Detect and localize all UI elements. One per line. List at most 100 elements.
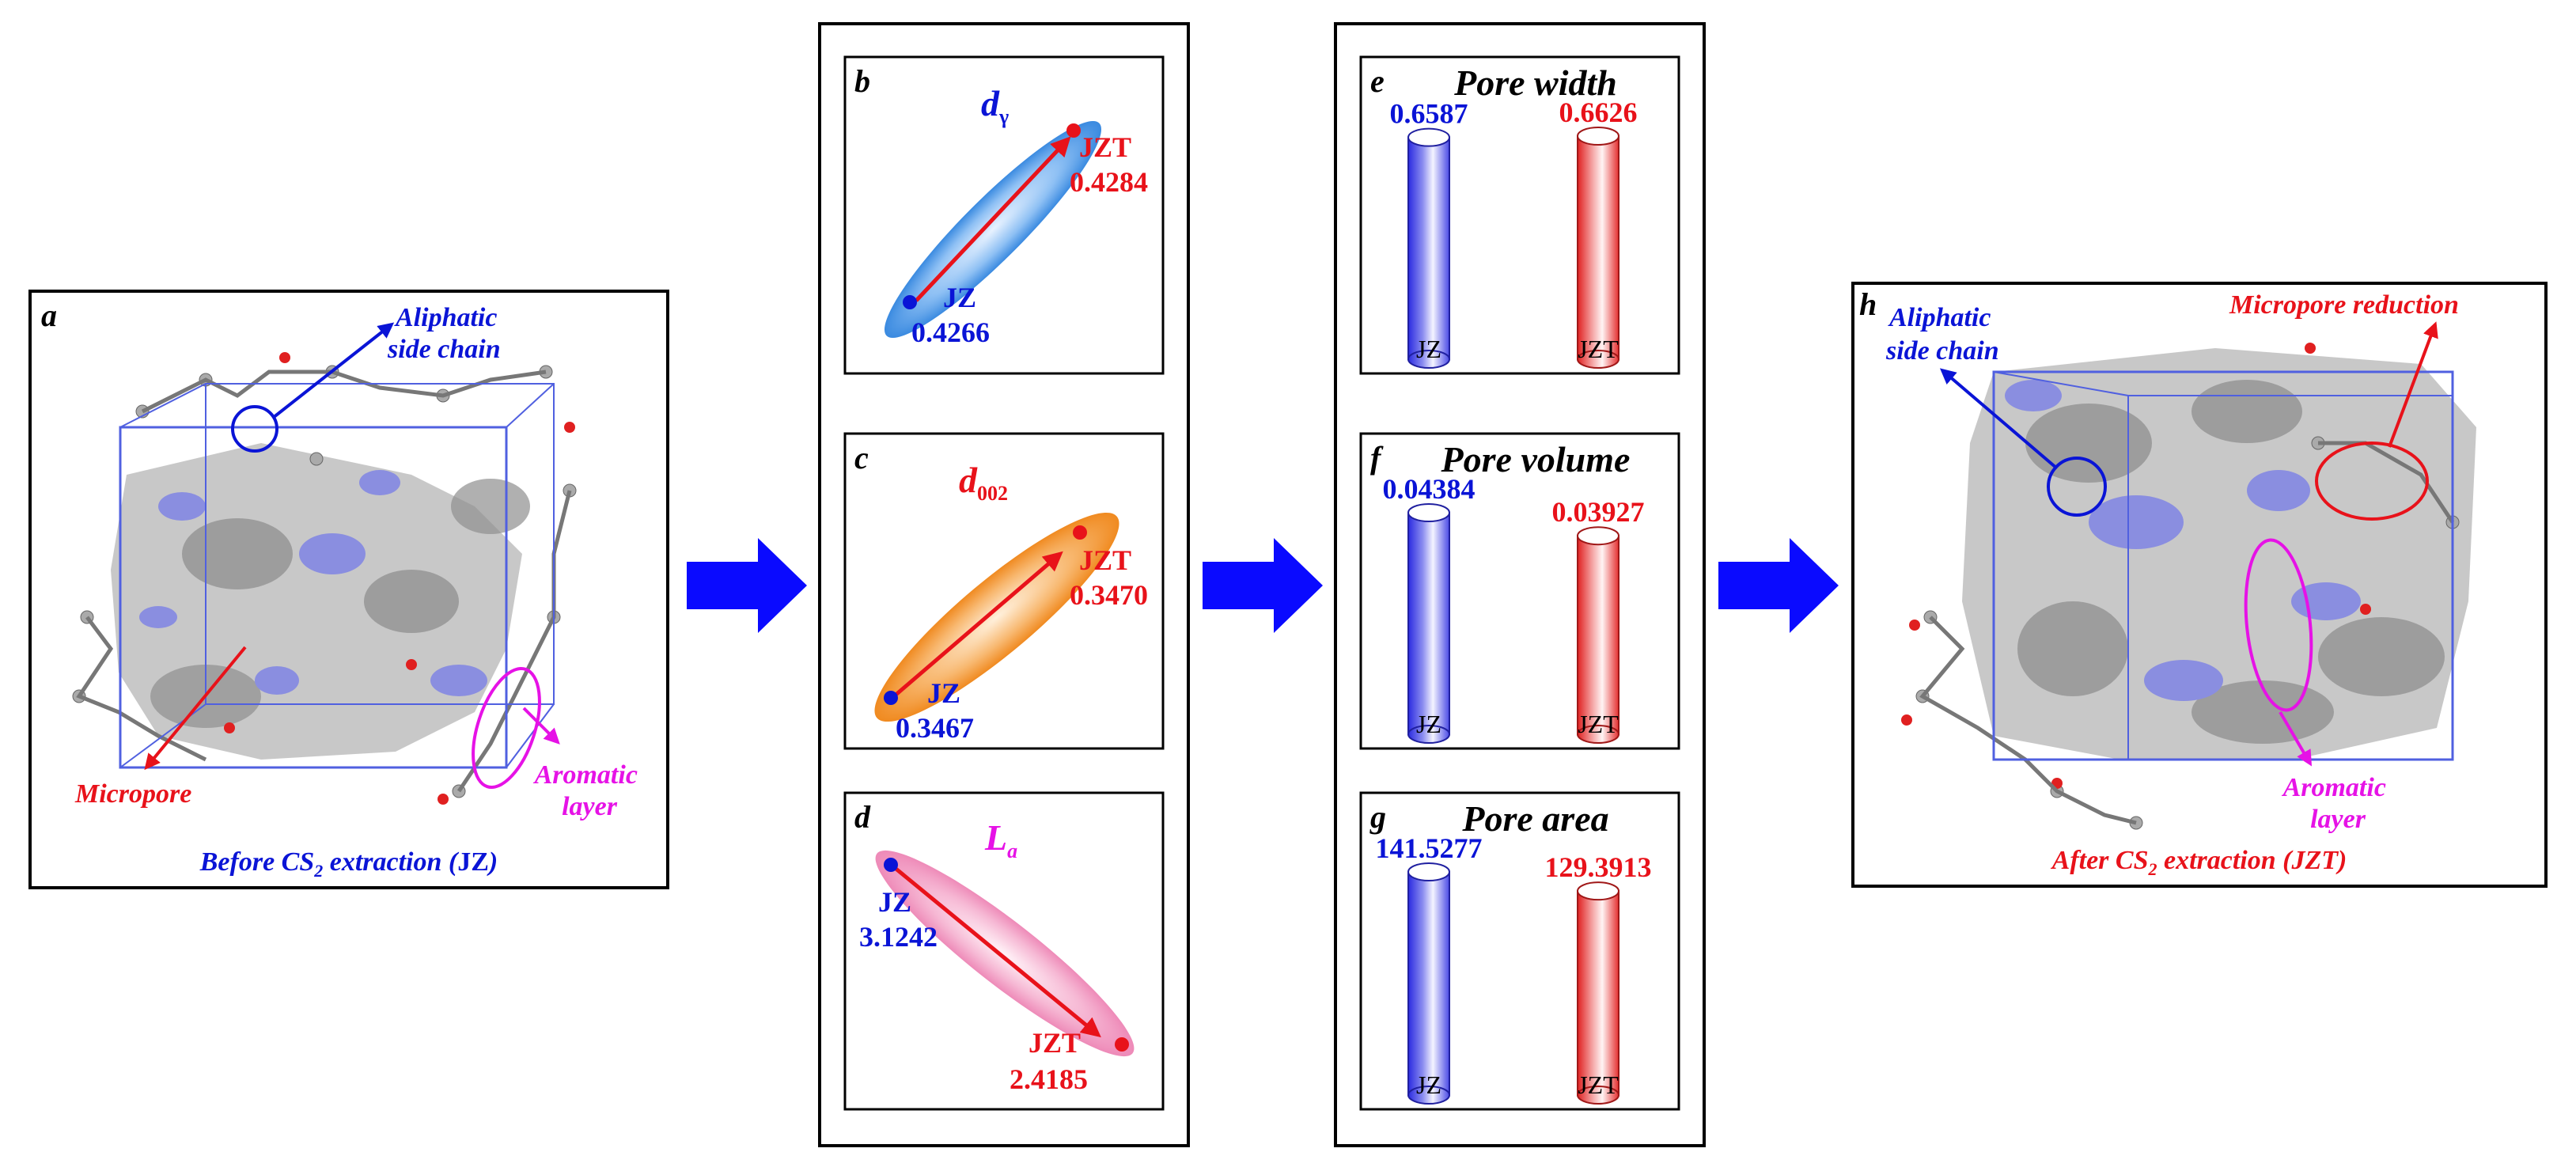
chart-g-bar-jzt-value-label: 129.3913	[1545, 851, 1652, 883]
panel-h-aliphatic-label: Aliphatic side chain	[1885, 303, 1999, 366]
panel-d-jzt-value: 2.4185	[1010, 1063, 1088, 1095]
panel-c-letter: c	[854, 440, 869, 476]
oxygen-atom	[2360, 604, 2371, 615]
pore-surface	[182, 518, 293, 589]
oxygen-atom	[438, 794, 449, 805]
flow-arrow-2	[1203, 538, 1323, 633]
chart-g-bar-jzt-cap	[1577, 881, 1619, 901]
chart-f-bar-jz-value-label: 0.04384	[1383, 473, 1476, 505]
chart-e-bar-jzt-cap	[1577, 127, 1619, 146]
chart-e-letter: e	[1370, 63, 1385, 99]
micropore-patch	[2144, 660, 2223, 701]
panel-c-jz-point	[884, 691, 898, 705]
pore-surface	[2191, 380, 2302, 443]
panel-d-jz-value: 3.1242	[859, 921, 938, 953]
pore-surface	[2191, 680, 2334, 744]
chart-e-title: Pore width	[1453, 63, 1617, 103]
micropore-patch	[255, 666, 299, 695]
panel-d-jz-point	[884, 858, 898, 872]
micropore-patch	[359, 470, 400, 495]
panel-h-caption: After CS2 extraction (JZT)	[2051, 846, 2347, 879]
micropore-patch	[2247, 470, 2310, 511]
micropore-patch	[2291, 582, 2361, 620]
chart-e-bar-jz-cap	[1407, 127, 1450, 147]
oxygen-atom	[1909, 620, 1920, 631]
panel-a-caption: Before CS2 extraction (JZ)	[199, 847, 498, 881]
micropore-pointer-arrow	[144, 646, 247, 771]
molecular-structure-after	[1901, 343, 2476, 830]
pore-surface	[2017, 601, 2128, 696]
micropore-patch	[2005, 380, 2062, 411]
chart-e-bar-jzt-base	[1577, 350, 1619, 369]
chart-f-bar-jz-cap	[1407, 503, 1450, 522]
pore-surface	[2318, 617, 2445, 696]
panel-d: d La JZ 3.1242 JZT 2.4185	[843, 791, 1165, 1111]
panel-c-jzt-point	[1073, 525, 1087, 540]
chart-g-bar-jzt-category-label: JZT	[1578, 1071, 1619, 1099]
molecular-bonds	[2318, 441, 2455, 524]
chart-g-letter: g	[1369, 799, 1386, 835]
micropore-patch	[430, 665, 487, 696]
panel-b-symbol: dγ	[981, 83, 1009, 128]
panel-b-jzt-value: 0.4284	[1070, 166, 1148, 198]
panel-a-aromatic-label: Aromatic layer	[533, 760, 645, 821]
atom	[309, 452, 324, 466]
panel-b-jz-point	[903, 295, 917, 309]
chart-g-bar-jz	[1407, 871, 1450, 1096]
chart-f-bar-jzt-base	[1577, 725, 1619, 744]
panel-c-jzt-value: 0.3470	[1070, 579, 1148, 611]
chart-g-title: Pore area	[1461, 798, 1608, 839]
chart-f-bar-jz-category-label: JZ	[1416, 710, 1441, 738]
pore-surface	[451, 479, 530, 534]
simulation-box-edge	[119, 383, 206, 428]
oxygen-atom	[2305, 343, 2316, 354]
panel-h-micropore-reduction-label: Micropore reduction	[2229, 290, 2459, 320]
aliphatic-pointer-arrow	[1939, 368, 2059, 470]
panel-b-jz-value: 0.4266	[911, 316, 990, 348]
micropore-patch	[299, 533, 366, 574]
panel-b-jz-label: JZ	[943, 282, 976, 313]
oxygen-atom	[279, 352, 290, 363]
panel-d-ellipse	[875, 850, 1135, 1057]
chart-f-bar-jz	[1407, 512, 1450, 735]
panel-c-trend-arrow	[892, 551, 1063, 698]
oxygen-atom	[1901, 714, 1912, 726]
chart-g-bar-jzt-base	[1577, 1086, 1619, 1105]
panel-d-trend-arrow	[892, 866, 1101, 1038]
panel-h-aromatic-label: Aromatic layer	[2282, 773, 2393, 834]
panel-b-trend-arrow	[915, 136, 1071, 302]
oxygen-atom	[224, 722, 235, 733]
aliphatic-side-chain-marker	[2047, 457, 2107, 517]
chart-f-letter: f	[1370, 440, 1384, 476]
panel-d-letter: d	[854, 799, 871, 835]
aliphatic-side-chain-marker	[231, 405, 278, 453]
chart-e-bar-jz-value-label: 0.6587	[1390, 98, 1468, 130]
simulation-box-edge	[1993, 371, 2129, 396]
chart-g-bar-jz-value-label: 141.5277	[1376, 832, 1483, 864]
oxygen-atom	[406, 659, 417, 670]
panel-a: a	[28, 290, 669, 889]
micropore-patch	[158, 492, 206, 521]
chart-f-bar-jzt-cap	[1577, 526, 1619, 546]
panel-b: b dγ JZ 0.4266 JZT 0.4284	[843, 55, 1165, 375]
panel-d-jzt-point	[1115, 1037, 1129, 1052]
flow-arrow-1	[687, 538, 807, 633]
chart-f-bar-jzt-value-label: 0.03927	[1552, 496, 1645, 528]
aromatic-layer-marker	[2244, 538, 2313, 712]
chart-e-bar-jzt-value-label: 0.6626	[1559, 97, 1638, 128]
chart-f-title: Pore volume	[1441, 439, 1631, 479]
panel-d-jzt-label: JZT	[1029, 1027, 1081, 1059]
molecular-bonds	[141, 369, 547, 414]
chart-e-bar-jz	[1407, 136, 1450, 360]
chart-f-bar-jzt-category-label: JZT	[1578, 710, 1619, 738]
chart-g-bar-jz-base	[1407, 1086, 1450, 1105]
panel-c-jzt-label: JZT	[1079, 544, 1131, 576]
panel-b-letter: b	[854, 63, 870, 99]
micropore-reduction-arrow	[2388, 321, 2438, 448]
molecular-bonds	[1919, 616, 2137, 825]
